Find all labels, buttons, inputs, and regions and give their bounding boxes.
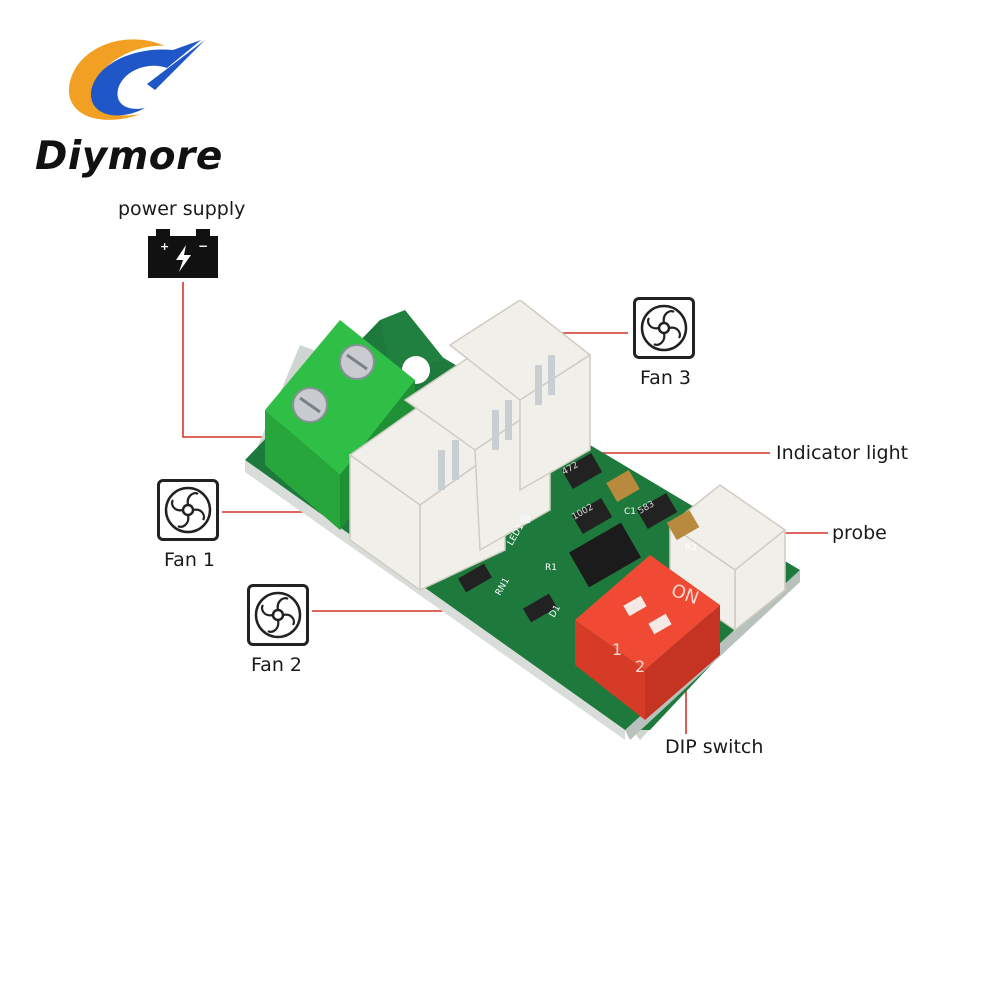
fan1-label: Fan 1	[164, 549, 215, 571]
fan2-label: Fan 2	[251, 654, 302, 676]
svg-text:2: 2	[635, 657, 645, 676]
circuit-board: 472 1002 583 LED1 RN1 R1 R2 C1 D1 ON 1 2	[245, 300, 800, 740]
svg-text:R2: R2	[685, 543, 697, 553]
svg-text:1: 1	[612, 640, 622, 659]
fan-icon	[247, 584, 309, 646]
brand-logo	[55, 28, 215, 138]
brand-name: Diymore	[35, 134, 223, 179]
fan-connectors	[348, 300, 592, 592]
svg-text:−: −	[198, 239, 208, 253]
svg-text:R1: R1	[545, 563, 557, 573]
indicator-light-label: Indicator light	[776, 442, 909, 464]
probe-label: probe	[832, 522, 887, 544]
battery-icon: + −	[148, 229, 218, 278]
svg-text:C1: C1	[624, 507, 636, 517]
fan-icon	[157, 479, 219, 541]
fan3-label: Fan 3	[640, 367, 691, 389]
dip-switch-label: DIP switch	[665, 736, 764, 758]
svg-text:+: +	[160, 240, 169, 253]
logo-swoosh-icon	[68, 39, 205, 120]
power-supply-label: power supply	[118, 198, 246, 220]
probe-connector	[668, 484, 787, 632]
fan-icon	[633, 297, 695, 359]
dip-switch: ON 1 2	[575, 555, 720, 720]
regulator-chip	[569, 522, 641, 588]
